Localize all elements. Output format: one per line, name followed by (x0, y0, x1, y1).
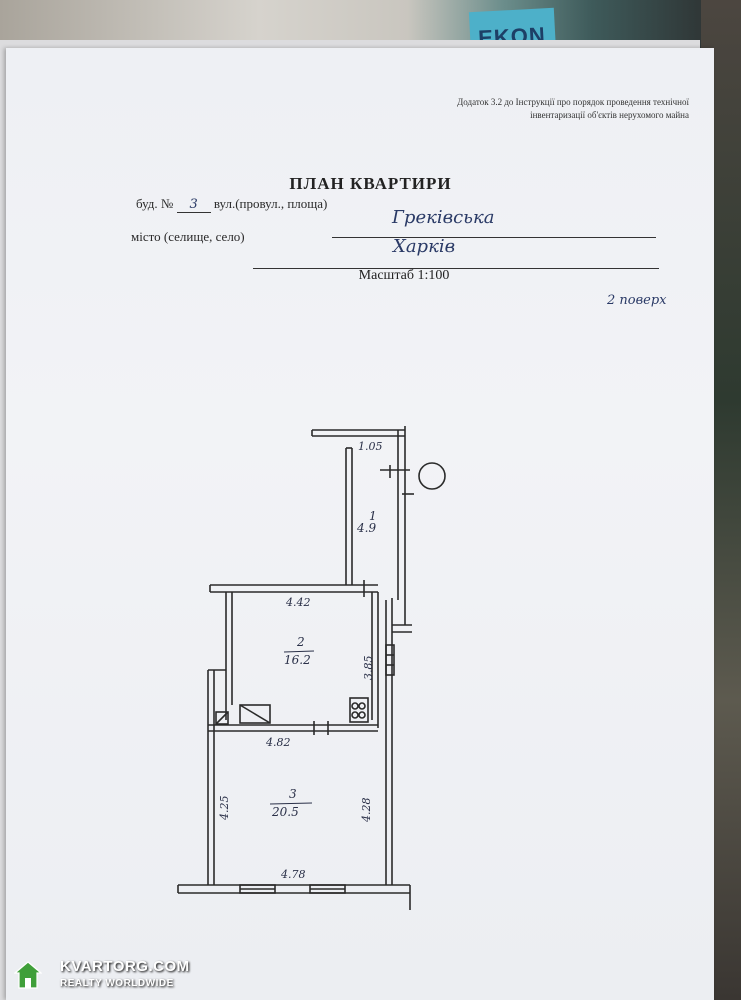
city-label: місто (селище, село) (131, 229, 245, 244)
dimension-482: 4.82 (265, 736, 291, 749)
city-row: місто (селище, село) (131, 229, 245, 245)
dimension-442: 4.42 (285, 596, 311, 609)
appendix-line-1: Додаток 3.2 до Інструкції про порядок пр… (457, 97, 689, 107)
dimension-478: 4.78 (280, 868, 306, 881)
scale-label: Масштаб 1:100 (358, 268, 450, 283)
street-value: Греківська (392, 207, 495, 228)
document-title: ПЛАН КВАРТИРИ (289, 174, 452, 193)
building-number: 3 (176, 197, 211, 213)
dimension-428: 4.28 (360, 798, 373, 824)
document-page (6, 48, 714, 1000)
watermark-brand: KVARTORG.COM (60, 958, 190, 975)
street-field: Греківська (332, 205, 656, 238)
dimension-105: 1.05 (358, 440, 383, 453)
appendix-note: Додаток 3.2 до Інструкції про порядок пр… (389, 96, 689, 122)
watermark-house-icon (14, 961, 42, 989)
room-3-area: 20.5 (271, 805, 299, 819)
city-value: Харків (393, 236, 456, 257)
floor-note: 2 поверх (607, 293, 667, 308)
building-row: буд. № 3 вул.(провул., площа) (136, 196, 327, 213)
appendix-line-2: інвентаризації об'єктів нерухомого майна (530, 110, 689, 120)
watermark-tagline: REALTY WORLDWIDE (60, 978, 174, 989)
street-label: вул.(провул., площа) (213, 196, 328, 211)
city-field: Харків (253, 236, 659, 269)
room-3-fraction-line (269, 802, 313, 805)
building-label: буд. № (136, 196, 174, 211)
room-1-area: 4.9 (356, 521, 376, 535)
room-1-number: 1 (369, 509, 377, 523)
room-3-number: 3 (289, 787, 297, 801)
room-2-fraction-line (283, 650, 315, 653)
dimension-385: 3.85 (362, 656, 375, 681)
room-2-number: 2 (296, 635, 305, 649)
plan-labels: 1.05 1 4.9 4.42 2 16.2 3.85 4.82 4.25 3 … (218, 440, 383, 881)
dimension-425: 4.25 (218, 796, 231, 822)
room-2-area: 16.2 (284, 653, 311, 667)
